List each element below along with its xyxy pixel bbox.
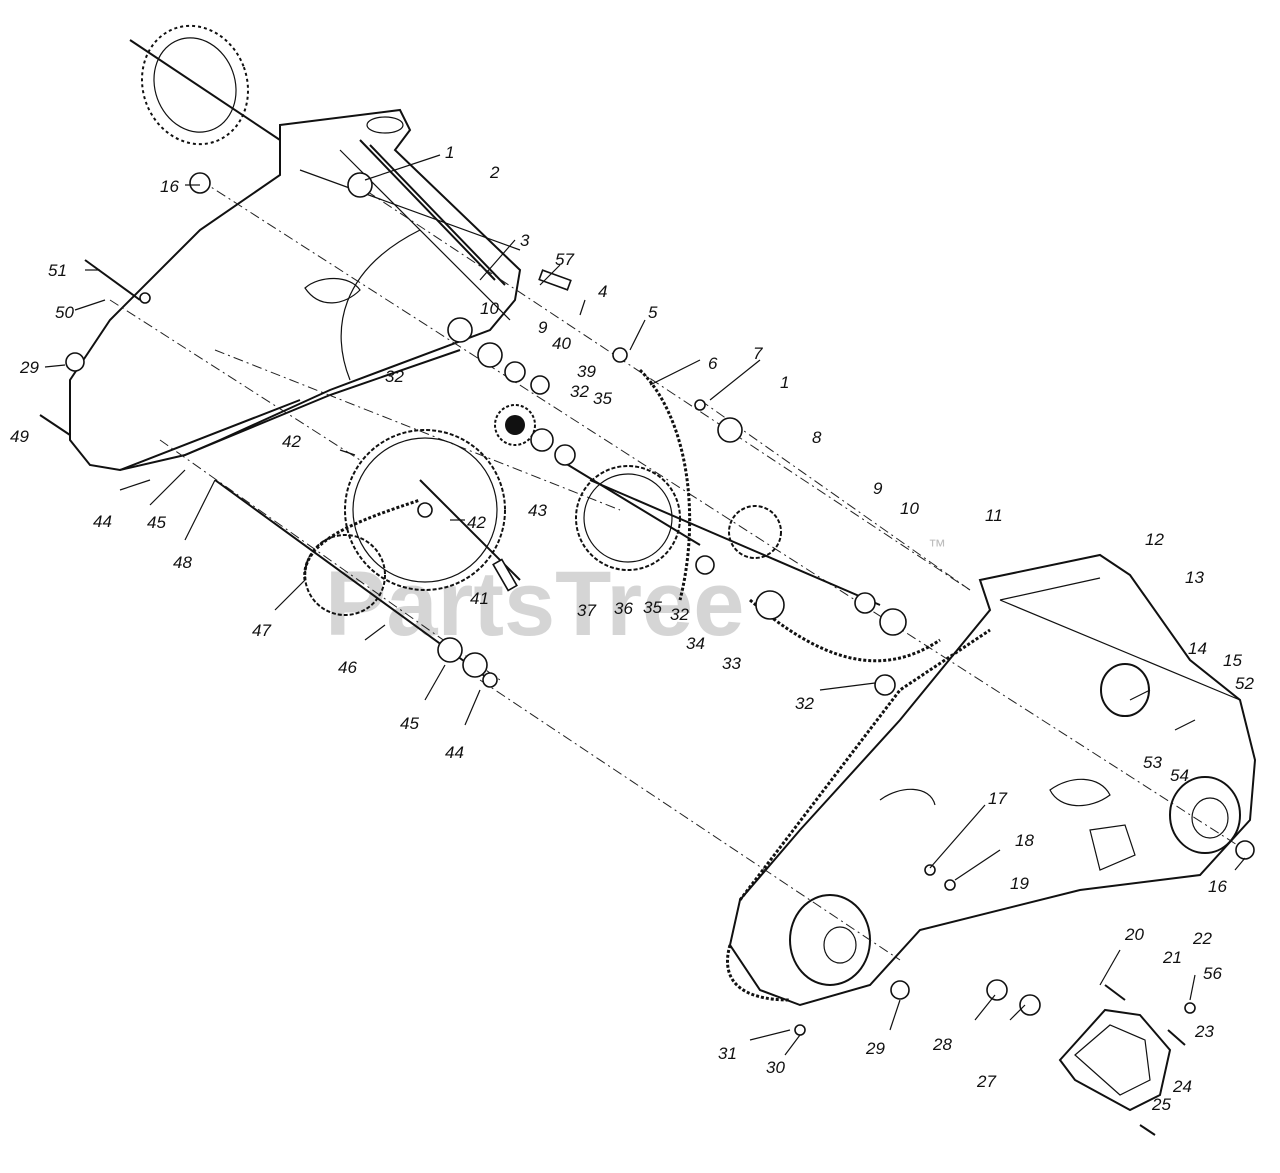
large-sprocket-42	[344, 429, 506, 591]
part-label-36: 36	[614, 599, 633, 618]
part-label-33: 33	[722, 654, 741, 673]
sprocket-9	[728, 505, 782, 559]
small-parts	[39, 172, 1255, 1136]
part-label-53: 53	[1143, 753, 1162, 772]
part-label-16: 16	[160, 177, 179, 196]
part-label-56: 56	[1203, 964, 1222, 983]
part-label-35b: 35	[643, 598, 662, 617]
part-label-44b: 44	[445, 743, 464, 762]
part-label-50: 50	[55, 303, 74, 322]
part-label-52: 52	[1235, 674, 1254, 693]
part-label-24: 24	[1172, 1077, 1192, 1096]
part-label-49: 49	[10, 427, 29, 446]
part-label-32d: 32	[795, 694, 814, 713]
part-label-41: 41	[470, 589, 489, 608]
part-label-12: 12	[1145, 530, 1164, 549]
part-label-45a: 45	[147, 513, 166, 532]
sprocket-47	[303, 498, 421, 616]
part-label-10b: 10	[900, 499, 919, 518]
part-label-45b: 45	[400, 714, 419, 733]
part-label-10: 10	[480, 299, 499, 318]
part-label-9b: 9	[873, 479, 883, 498]
part-label-40: 40	[552, 334, 571, 353]
part-label-42a: 42	[282, 432, 301, 451]
part-label-39: 39	[577, 362, 596, 381]
part-label-15: 15	[1223, 651, 1242, 670]
gear-39	[494, 404, 536, 446]
part-label-46: 46	[338, 658, 357, 677]
part-label-11: 11	[985, 506, 1003, 525]
part-label-9: 9	[538, 318, 548, 337]
part-label-35a: 35	[593, 389, 612, 408]
part-label-21: 21	[1162, 948, 1182, 967]
part-label-51: 51	[48, 261, 67, 280]
part-label-3: 3	[520, 231, 530, 250]
part-label-6: 6	[708, 354, 718, 373]
part-label-7: 7	[753, 344, 763, 363]
drive-chain	[638, 368, 941, 663]
part-label-18: 18	[1015, 831, 1034, 850]
left-housing-plate	[69, 108, 522, 472]
part-label-22: 22	[1192, 929, 1212, 948]
part-label-29: 29	[19, 358, 39, 377]
part-label-5: 5	[648, 303, 658, 322]
part-label-31: 31	[718, 1044, 737, 1063]
part-labels: 1 2 3 57 4 5 6 7 1 8 16 51 50 29 49 10 9…	[10, 143, 1254, 1114]
part-label-30: 30	[766, 1058, 785, 1077]
part-label-4: 4	[598, 282, 607, 301]
part-label-17: 17	[988, 789, 1007, 808]
part-label-2: 2	[489, 163, 500, 182]
right-housing-plate	[726, 553, 1257, 1007]
part-label-32b: 32	[385, 367, 404, 386]
part-label-32a: 32	[570, 382, 589, 401]
leader-lines	[44, 154, 1246, 1056]
part-label-44a: 44	[93, 512, 112, 531]
part-label-37: 37	[577, 601, 596, 620]
part-label-43: 43	[528, 501, 547, 520]
part-label-54: 54	[1170, 766, 1189, 785]
part-label-20: 20	[1124, 925, 1144, 944]
part-label-29b: 29	[865, 1039, 885, 1058]
part-label-13: 13	[1185, 568, 1204, 587]
part-label-25: 25	[1151, 1095, 1171, 1114]
part-label-27: 27	[976, 1072, 996, 1091]
watermark-trademark: ™	[928, 536, 946, 556]
part-label-8: 8	[812, 428, 822, 447]
part-label-16b: 16	[1208, 877, 1227, 896]
part-label-48: 48	[173, 553, 192, 572]
part-label-42b: 42	[467, 513, 486, 532]
part-label-19: 19	[1010, 874, 1029, 893]
watermark: PartsTree	[325, 553, 744, 655]
part-label-47: 47	[252, 621, 271, 640]
part-label-34: 34	[686, 634, 705, 653]
part-label-28: 28	[932, 1035, 952, 1054]
wheel-illustration	[129, 24, 281, 146]
part-label-14: 14	[1188, 639, 1207, 658]
part-label-32c: 32	[670, 605, 689, 624]
part-label-23: 23	[1194, 1022, 1214, 1041]
part-label-57: 57	[555, 250, 574, 269]
part-label-1b: 1	[780, 373, 789, 392]
gearbox-cover-24	[1058, 1008, 1172, 1112]
part-label-1: 1	[445, 143, 454, 162]
